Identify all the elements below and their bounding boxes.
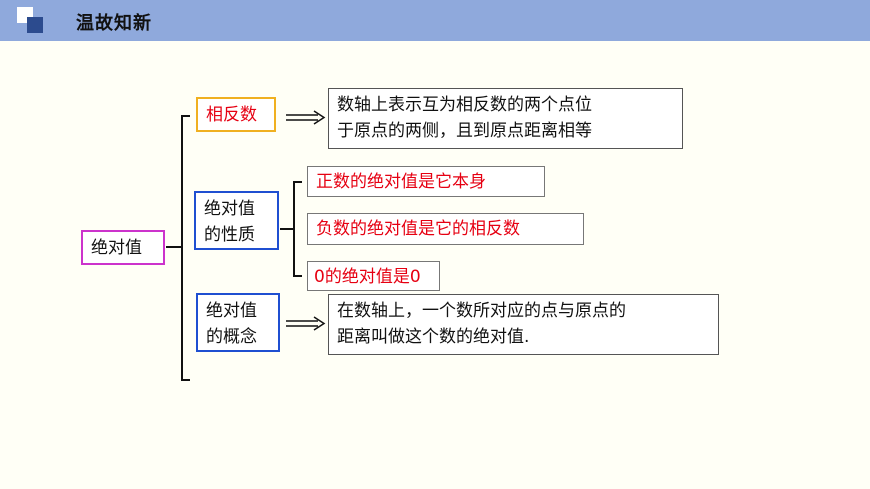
concept-desc-line1: 在数轴上，一个数所对应的点与原点的 — [337, 301, 626, 321]
property-item-negative: 负数的绝对值是它的相反数 — [307, 213, 584, 245]
property-node: 绝对值 的性质 — [194, 191, 279, 250]
property-item-text: 0的绝对值是0 — [314, 267, 421, 287]
root-node: 绝对值 — [81, 230, 165, 265]
property-label-line2: 的性质 — [204, 225, 255, 245]
property-label-line1: 绝对值 — [204, 199, 255, 219]
page-title: 温故知新 — [76, 13, 152, 34]
opposite-number-node: 相反数 — [196, 97, 276, 132]
concept-label-line2: 的概念 — [206, 327, 257, 347]
opposite-description: 数轴上表示互为相反数的两个点位 于原点的两侧，且到原点距离相等 — [328, 88, 683, 149]
property-bracket — [293, 181, 302, 277]
root-label: 绝对值 — [91, 238, 142, 258]
opposite-label: 相反数 — [206, 105, 257, 125]
opposite-desc-line1: 数轴上表示互为相反数的两个点位 — [337, 95, 592, 115]
double-arrow-concept — [286, 316, 326, 331]
header-bar: 温故知新 — [0, 0, 870, 41]
property-item-text: 负数的绝对值是它的相反数 — [316, 219, 520, 239]
property-item-text: 正数的绝对值是它本身 — [316, 172, 486, 192]
property-item-zero: 0的绝对值是0 — [307, 261, 440, 291]
concept-node: 绝对值 的概念 — [196, 293, 280, 352]
opposite-desc-line2: 于原点的两侧，且到原点距离相等 — [337, 121, 592, 141]
concept-description: 在数轴上，一个数所对应的点与原点的 距离叫做这个数的绝对值. — [328, 294, 719, 355]
property-item-positive: 正数的绝对值是它本身 — [307, 166, 545, 197]
main-bracket — [181, 115, 190, 381]
concept-label-line1: 绝对值 — [206, 301, 257, 321]
concept-desc-line2: 距离叫做这个数的绝对值. — [337, 327, 530, 347]
logo-square-dark — [27, 17, 43, 33]
double-arrow-opposite — [286, 110, 326, 125]
